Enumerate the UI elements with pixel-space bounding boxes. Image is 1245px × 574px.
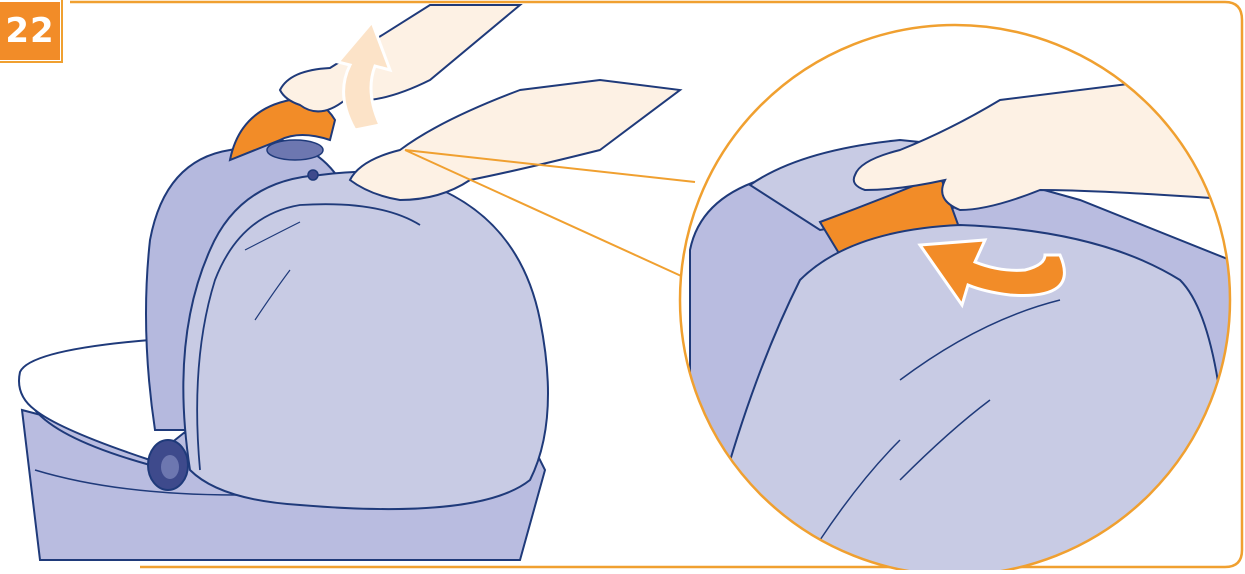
seat-edge-underside: [34, 409, 151, 466]
hand-lower: [348, 78, 683, 202]
handle-slot: [266, 139, 324, 161]
hood-handle-orange: [228, 98, 337, 162]
zoom-leader: [404, 149, 696, 281]
panel-frame: [70, 0, 1244, 569]
step-badge-bg: [0, 0, 63, 63]
snap-button: [307, 169, 319, 181]
step-badge: 22: [0, 0, 63, 63]
canopy: [182, 170, 549, 511]
curved-left-arrow-icon: [917, 238, 1066, 309]
curved-up-arrow-icon: [335, 19, 393, 132]
zoom-circle-border: [678, 23, 1232, 574]
step-number: 22: [5, 11, 55, 51]
hood-knob-center: [161, 455, 179, 479]
canopy-inner-fold: [196, 203, 421, 471]
canopy-crease-2: [244, 221, 301, 251]
zoom-detail: [680, 25, 1230, 574]
hand-upper: [278, 4, 523, 113]
canopy-crease-1: [254, 269, 291, 321]
